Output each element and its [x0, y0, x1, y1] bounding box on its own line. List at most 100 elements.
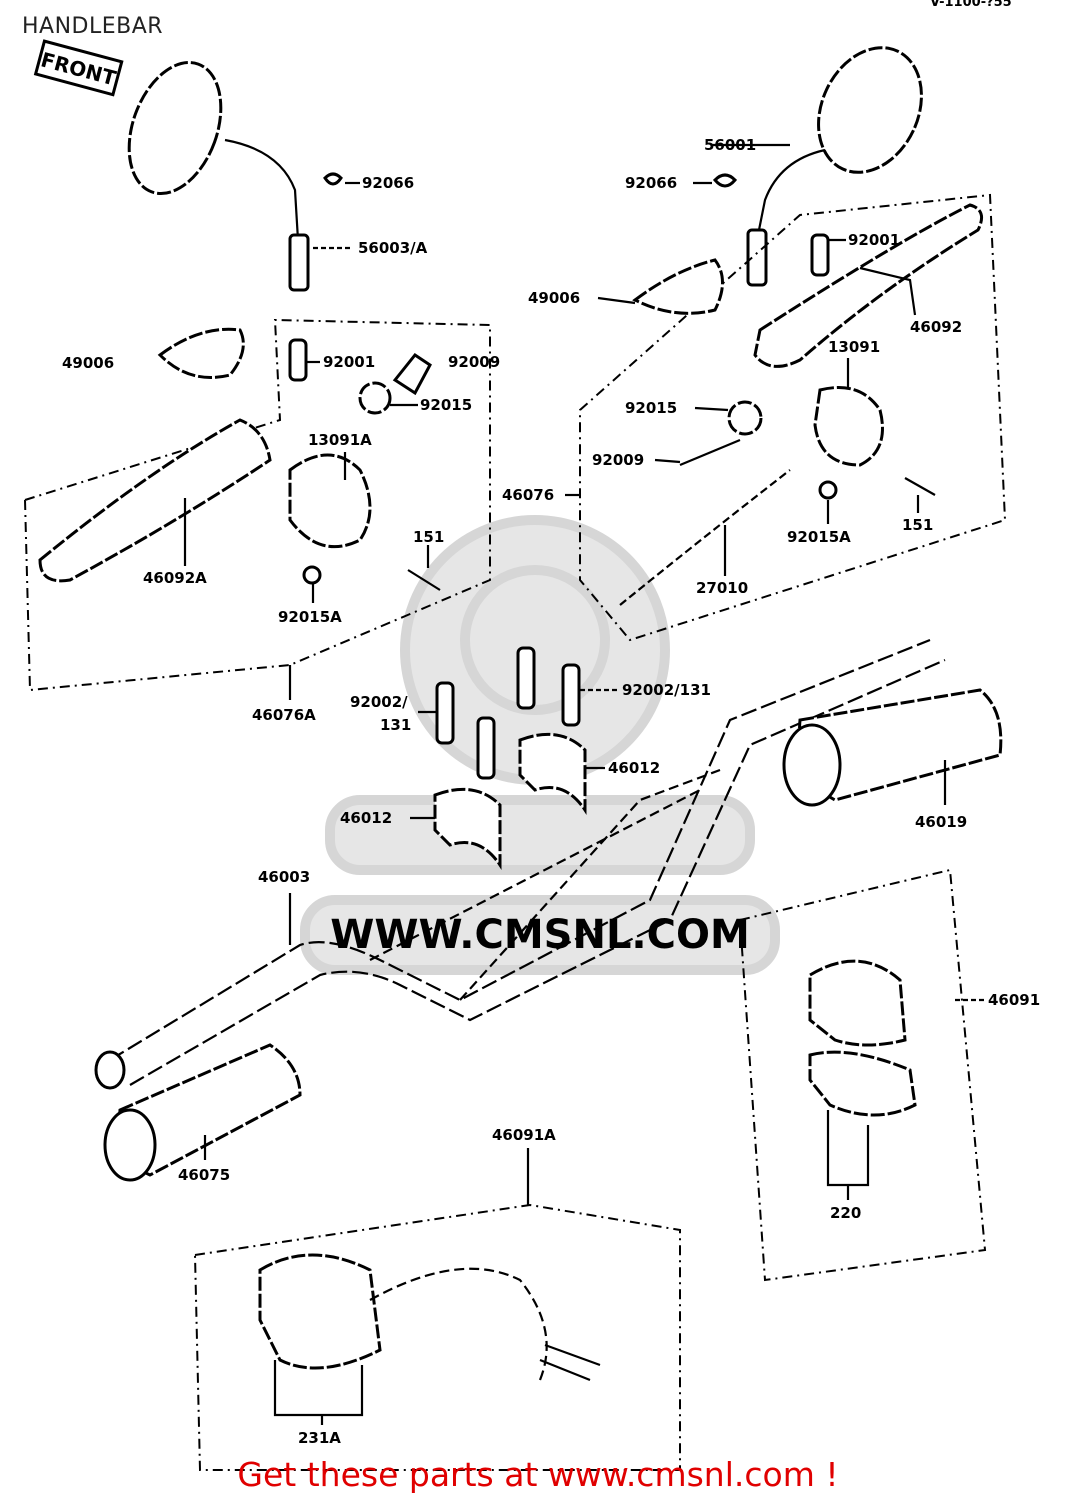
right-lever-bolt	[810, 233, 830, 277]
right-switch-assembly	[738, 868, 987, 1282]
part-label: 92002/	[350, 693, 408, 711]
leader-92009-right	[654, 458, 681, 464]
left-mirror	[127, 61, 343, 292]
part-label: 92015	[420, 396, 472, 414]
left-washer	[358, 381, 392, 415]
part-label: 46092	[910, 318, 962, 336]
leader-49006-right	[597, 296, 636, 305]
part-label: 131	[380, 716, 411, 734]
right-switch-upper	[808, 959, 907, 1047]
watermark-banner	[300, 895, 780, 975]
right-mirror	[712, 46, 923, 287]
part-labels: 92066 56003/A 56001 92066 92001 49006 46…	[62, 136, 1040, 1447]
left-mirror-stem	[224, 138, 300, 241]
handlebar-end	[94, 1050, 126, 1090]
right-switch-box	[738, 868, 987, 1282]
part-label: 46091A	[492, 1126, 556, 1144]
left-adjuster	[392, 352, 432, 396]
left-screw	[407, 569, 441, 591]
part-label: 92015A	[278, 608, 342, 626]
left-switch-assembly	[193, 1203, 681, 1471]
part-label: 92001	[323, 353, 375, 371]
right-mirror-glass	[817, 46, 923, 174]
part-label: 92009	[592, 451, 644, 469]
right-screw-a	[818, 480, 838, 500]
upper-clamp-left	[433, 787, 502, 870]
part-label: 46012	[340, 809, 392, 827]
part-label: 46003	[258, 868, 310, 886]
left-grip	[103, 1043, 302, 1182]
watermark-badge	[325, 795, 755, 875]
right-lever-assembly	[579, 193, 1007, 642]
clamp-bolt-1	[516, 646, 536, 710]
part-label: 231A	[298, 1429, 341, 1447]
right-lever-box	[579, 193, 1007, 642]
part-label: 92066	[625, 174, 677, 192]
page-title: HANDLEBAR	[22, 14, 164, 39]
left-lever-holder	[288, 453, 372, 549]
clutch-lever	[38, 418, 272, 583]
brake-switch-cable	[619, 469, 791, 606]
left-lever-assembly	[23, 318, 491, 692]
clamp-bolt-3	[435, 681, 455, 745]
part-label: 46091	[988, 991, 1040, 1009]
part-label: 46012	[608, 759, 660, 777]
part-label: 13091A	[308, 431, 372, 449]
right-cover	[632, 258, 724, 315]
left-switch-wires	[539, 1343, 601, 1382]
part-label: 92009	[448, 353, 500, 371]
left-lever-bolt	[288, 338, 308, 382]
part-label: 92066	[362, 174, 414, 192]
handlebar	[94, 638, 946, 1090]
left-switch-harness	[369, 1267, 548, 1381]
part-label: 49006	[528, 289, 580, 307]
part-label: 46092A	[143, 569, 207, 587]
leader-lines	[183, 143, 985, 1425]
left-mirror-mount	[288, 233, 310, 292]
left-grip-end	[103, 1108, 157, 1182]
handlebar-crossbar	[369, 789, 701, 961]
part-label: 27010	[696, 579, 748, 597]
left-switch-body	[258, 1253, 382, 1370]
part-label: 49006	[62, 354, 114, 372]
clamp-group	[433, 646, 587, 870]
brake-lever	[753, 203, 984, 368]
left-switch-box	[193, 1203, 681, 1471]
right-grip	[782, 688, 1003, 807]
part-label: 13091	[828, 338, 880, 356]
front-tag-box	[33, 39, 124, 97]
upper-clamp-right	[518, 732, 587, 815]
right-grip-end	[782, 723, 842, 807]
part-label: 151	[902, 516, 933, 534]
clamp-bolt-2	[561, 663, 581, 727]
right-adjuster	[679, 438, 741, 467]
right-switch-lower	[808, 1050, 917, 1117]
watermark: WWW.CMSNL.COM	[300, 515, 780, 975]
part-label: 46019	[915, 813, 967, 831]
part-label: 151	[413, 528, 444, 546]
leader-92015-right	[694, 406, 729, 412]
left-mirror-cap	[323, 172, 343, 186]
footer-link[interactable]: Get these parts at www.cmsnl.com !	[237, 1455, 839, 1494]
right-lever-holder	[813, 386, 884, 467]
leader-220	[826, 1165, 870, 1200]
watermark-text: WWW.CMSNL.COM	[330, 912, 750, 958]
clamp-bolt-4	[476, 716, 496, 780]
part-label: 46076	[502, 486, 554, 504]
part-label: 92002/131	[622, 681, 711, 699]
right-screw	[904, 477, 936, 496]
right-mirror-stem	[756, 148, 826, 236]
left-switch-screws	[273, 1360, 364, 1400]
right-mirror-cap	[712, 173, 738, 188]
part-label: 92001	[848, 231, 900, 249]
right-mirror-mount	[746, 228, 768, 287]
part-label: 56003/A	[358, 239, 428, 257]
part-label: 46075	[178, 1166, 230, 1184]
part-label: 92015	[625, 399, 677, 417]
part-label: 220	[830, 1204, 861, 1222]
part-label: 56001	[704, 136, 756, 154]
left-cover	[157, 327, 245, 379]
front-tag: FRONT	[33, 39, 124, 97]
corner-code: V-1100-?55	[930, 0, 1012, 10]
